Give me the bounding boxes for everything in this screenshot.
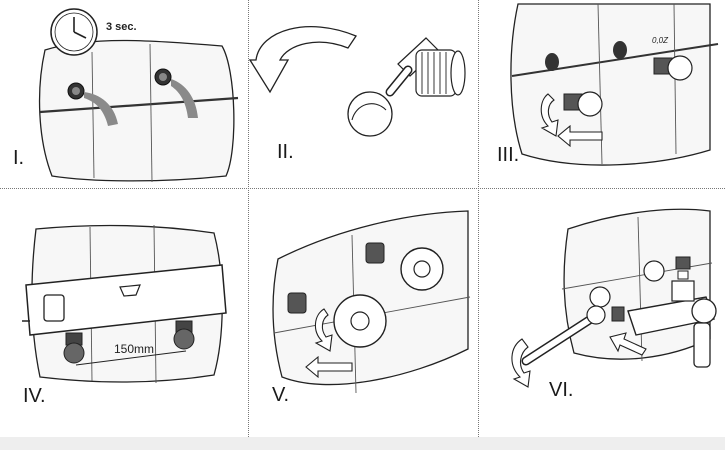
tape-annotation: 0,0Z	[652, 36, 669, 45]
panel-step-3: 0,0Z III.	[478, 0, 725, 188]
eccentric-connector-right	[653, 55, 693, 81]
rosette-cover	[333, 294, 387, 348]
step-5-drawing	[272, 210, 471, 394]
wrench-icon	[521, 305, 606, 366]
step-1-drawing: 3 sec.	[38, 8, 239, 183]
step-6-drawing	[511, 208, 717, 388]
insert-arrow	[557, 124, 603, 148]
pipe-hole	[545, 53, 559, 71]
step-label-1: I.	[13, 147, 25, 169]
step-label-6: VI.	[549, 379, 574, 401]
rotation-arrow	[511, 338, 531, 388]
tile-joint-vertical	[149, 43, 153, 183]
rotation-arrow	[540, 93, 559, 137]
step-3-drawing: 0,0Z	[510, 3, 719, 166]
step-label-2: II.	[277, 141, 294, 163]
step-label-5: V.	[272, 384, 290, 406]
step-label-3: III.	[497, 144, 520, 166]
spirit-level-icon	[22, 264, 227, 336]
tile-joint-horizontal	[39, 96, 239, 114]
tile-joint-vertical	[637, 216, 643, 362]
pipe-hole	[613, 41, 627, 59]
row-divider	[0, 188, 725, 189]
step-label-4: IV.	[23, 385, 46, 407]
rosette-left	[589, 286, 611, 308]
wrench-icon	[347, 37, 439, 137]
rosette-top	[643, 260, 665, 282]
footer-band	[0, 437, 725, 450]
panel-step-5: V.	[248, 189, 478, 437]
water-jet-left	[84, 92, 118, 126]
wall-tile-area	[38, 39, 235, 182]
water-jet-right	[171, 79, 198, 118]
connector-right	[173, 320, 195, 350]
rotation-arrow	[248, 26, 357, 94]
step-2-drawing	[248, 26, 466, 137]
clock-icon	[50, 8, 98, 56]
insert-arrow	[305, 355, 353, 379]
hose-nut-top	[675, 256, 691, 280]
panel-step-1: 3 sec. I.	[0, 0, 248, 188]
rosette-icon	[400, 247, 444, 291]
tile-joint-vertical	[91, 51, 95, 179]
connector-top	[365, 242, 385, 264]
connector-left	[287, 292, 307, 314]
water-outlet-left	[67, 82, 85, 100]
column-divider	[478, 0, 479, 437]
mixer-valve-icon	[627, 280, 717, 368]
threaded-connector	[415, 49, 466, 97]
panel-step-2: II.	[248, 0, 478, 188]
distance-annotation: 150mm	[114, 342, 154, 356]
eccentric-connector-left	[563, 91, 603, 117]
tile-joint-horizontal	[511, 43, 719, 77]
panel-step-6: VI.	[478, 189, 725, 437]
column-divider	[248, 0, 249, 437]
insert-arrow	[609, 332, 647, 356]
connector-left	[63, 332, 85, 364]
timer-annotation: 3 sec.	[106, 21, 137, 33]
water-outlet-right	[154, 68, 172, 86]
panel-step-4: 150mm IV.	[0, 189, 248, 437]
step-4-drawing: 150mm	[22, 224, 227, 384]
dimension-line	[75, 350, 187, 366]
rotation-arrow	[314, 308, 333, 352]
connector-nut	[611, 306, 625, 322]
wall-tile-area	[510, 3, 711, 166]
